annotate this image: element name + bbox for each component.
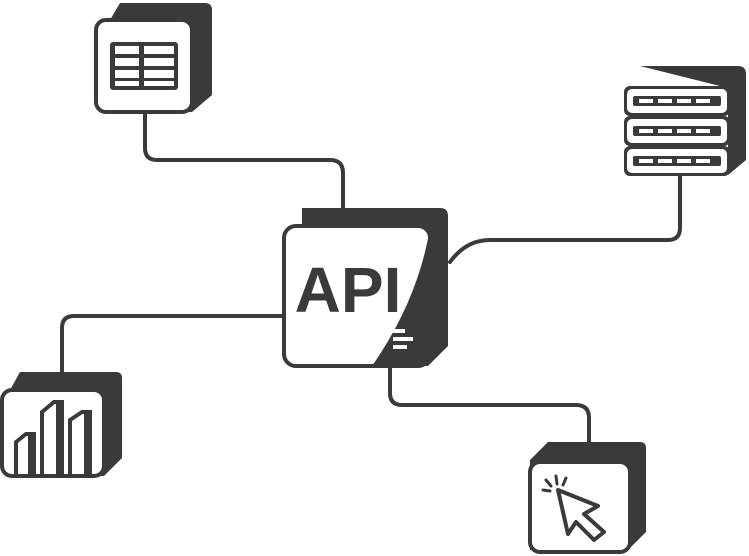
- server-node: [624, 66, 746, 176]
- connector-client-api: [388, 366, 591, 450]
- api-label: API: [295, 254, 402, 326]
- connector-server-api: [448, 173, 682, 264]
- table-node: [94, 3, 212, 114]
- connector-analytics-api: [60, 314, 286, 374]
- cursor-arrow: [556, 488, 606, 542]
- table-grid-icon: [110, 42, 178, 90]
- click-rays: [541, 474, 568, 493]
- api-align-icon: [393, 329, 413, 349]
- connectors: [60, 110, 682, 450]
- connector-table-api: [143, 110, 345, 210]
- api-hub-corner-fill: [372, 228, 430, 366]
- client-node: [528, 442, 646, 554]
- server-rack-icon: [624, 66, 746, 176]
- analytics-node: [0, 372, 122, 478]
- api-hub: API: [282, 208, 448, 368]
- cursor-click-icon: [541, 474, 606, 542]
